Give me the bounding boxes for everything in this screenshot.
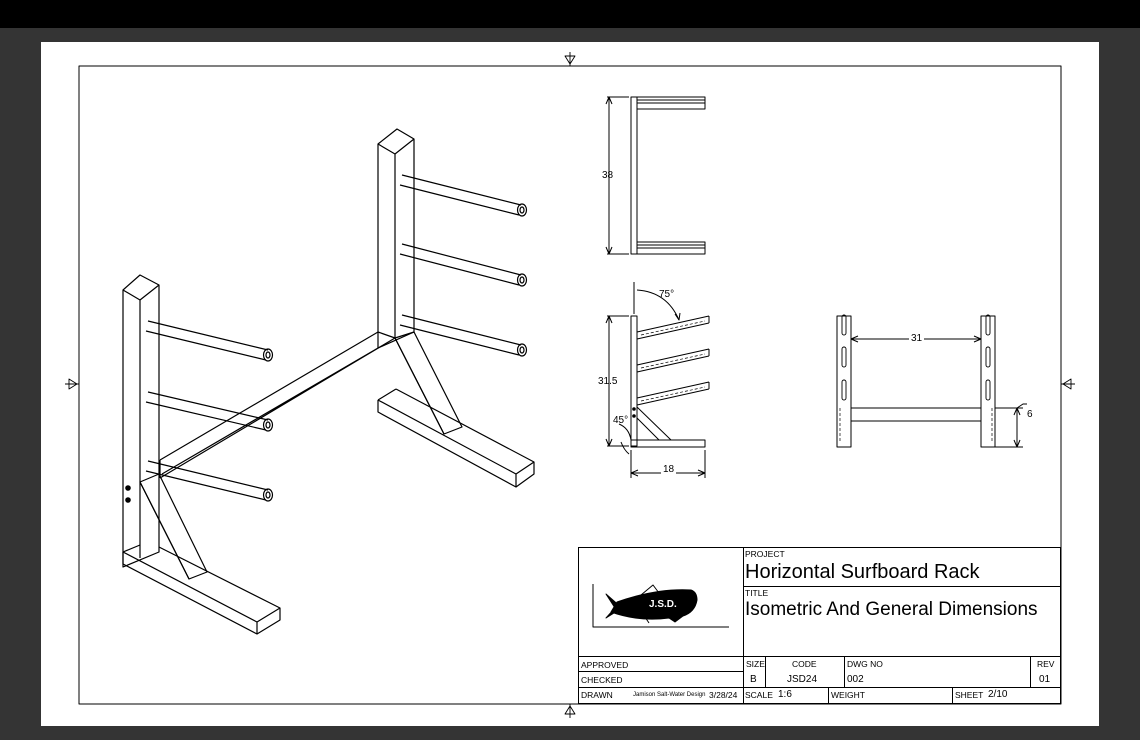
- rev-value: 01: [1039, 674, 1051, 685]
- code-label: CODE: [792, 659, 817, 669]
- logo-graphic: [592, 584, 729, 628]
- drawing-title: Isometric And General Dimensions: [745, 599, 1038, 620]
- rev-label: REV: [1037, 659, 1055, 669]
- project-name: Horizontal Surfboard Rack: [745, 561, 980, 583]
- sheet-value: 2/10: [988, 689, 1008, 700]
- scale-value: 1:6: [778, 689, 792, 700]
- viewer-top-bar: [0, 0, 1140, 28]
- dim-75-label: 75°: [659, 289, 675, 300]
- drawn-date: 3/28/24: [709, 690, 738, 700]
- technical-drawing: [65, 52, 1075, 718]
- scale-label: SCALE: [745, 690, 773, 700]
- title-block: J.S.D. PROJECT Horizontal Surfboard Rack…: [578, 547, 1061, 704]
- checked-label: CHECKED: [581, 675, 623, 685]
- size-value: B: [750, 674, 757, 685]
- crossbeam: [159, 331, 396, 479]
- dim-31-label: 31: [909, 333, 925, 344]
- dim-6-label: 6: [1027, 409, 1033, 420]
- dim-18-label: 18: [661, 464, 677, 475]
- title-label: TITLE: [745, 588, 769, 598]
- drawn-label: DRAWN: [581, 690, 613, 700]
- drawn-by: Jamison Salt-Water Design: [633, 692, 706, 698]
- code-value: JSD24: [787, 674, 818, 685]
- top-view: [605, 96, 706, 255]
- dim-31-5-label: 31.5: [598, 376, 618, 387]
- dwg-no-value: 002: [847, 674, 864, 685]
- left-dowels: [145, 320, 274, 502]
- weight-label: WEIGHT: [831, 690, 865, 700]
- center-marks: [65, 52, 1075, 718]
- approved-label: APPROVED: [581, 660, 629, 670]
- project-label: PROJECT: [745, 549, 785, 559]
- sheet-label: SHEET: [955, 690, 984, 700]
- size-label: SIZE: [746, 659, 765, 669]
- logo-text: J.S.D.: [649, 599, 677, 610]
- dim-38-label: 38: [602, 170, 614, 181]
- right-dowels: [399, 174, 528, 357]
- front-view: [836, 314, 1027, 448]
- dwg-no-label: DWG NO: [847, 659, 883, 669]
- side-view: [605, 282, 710, 478]
- isometric-view: [122, 128, 535, 635]
- drawing-sheet: 38 75° 31.5 45° 18 31 6 J.S.D. PROJECT H…: [41, 42, 1099, 726]
- dim-45-label: 45°: [613, 415, 629, 426]
